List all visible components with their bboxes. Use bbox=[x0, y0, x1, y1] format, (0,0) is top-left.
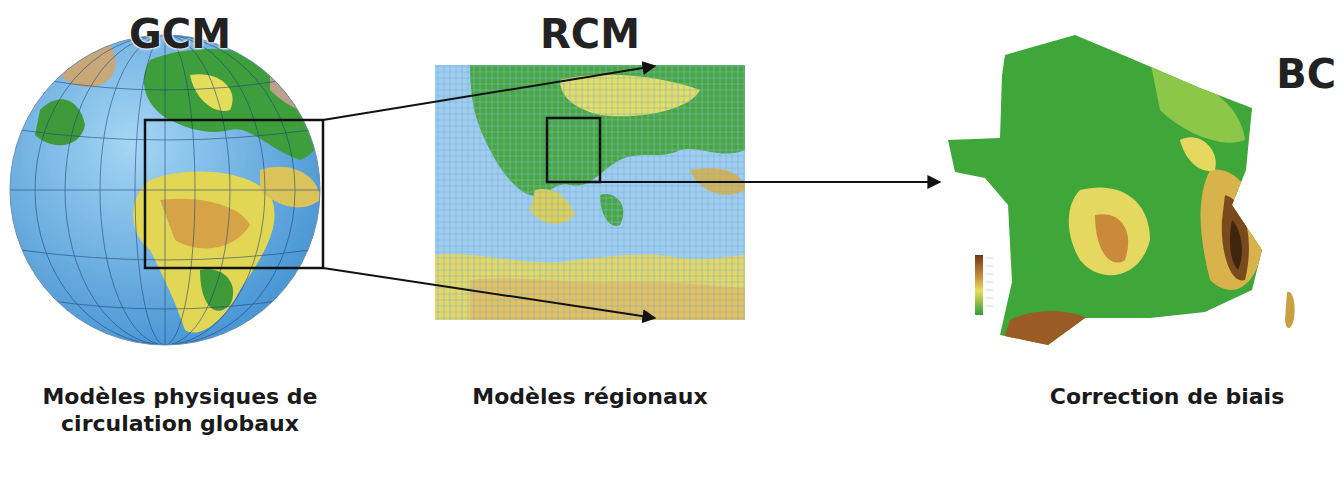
model-caption: Modèles physiques de circulation globaux bbox=[20, 383, 340, 437]
downscaling-arrow bbox=[600, 181, 940, 183]
france-map bbox=[940, 30, 1295, 350]
model-panel: GCM Modèles physiques de circulation glob… bbox=[0, 10, 360, 437]
downscaling-arrow bbox=[323, 66, 655, 120]
model-caption: Modèles régionaux bbox=[472, 383, 707, 410]
model-acronym: GCM bbox=[0, 10, 360, 58]
regional-map bbox=[435, 65, 745, 320]
downscaling-arrow bbox=[323, 268, 655, 318]
model-caption: Correction de biais bbox=[1050, 383, 1285, 410]
model-acronym: RCM bbox=[420, 10, 760, 58]
model-panel: RCM Modèles régionaux bbox=[420, 10, 760, 410]
model-panel: BC Correction de biais bbox=[930, 10, 1344, 410]
globe bbox=[10, 27, 330, 345]
model-acronym: BC bbox=[930, 50, 1344, 98]
